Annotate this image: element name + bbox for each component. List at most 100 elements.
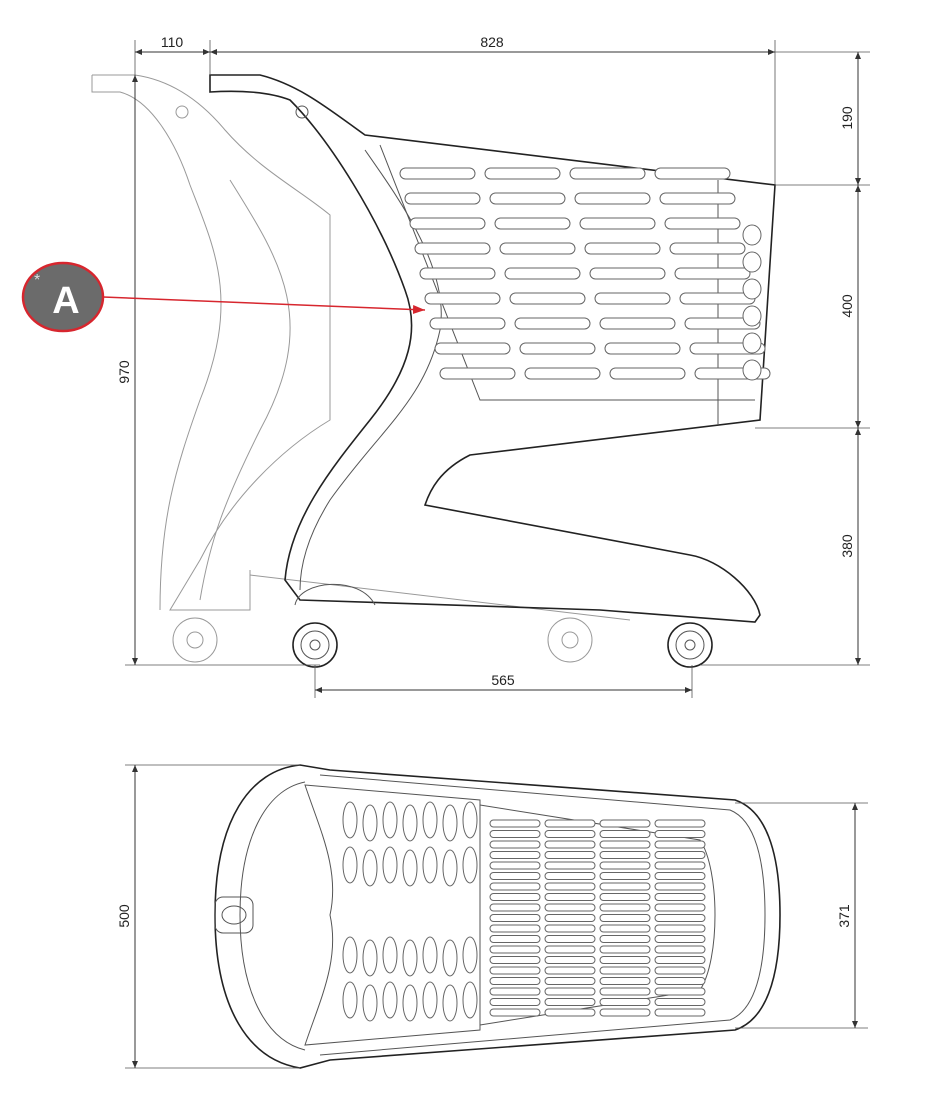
floor-hole <box>342 981 358 1019</box>
floor-slot <box>599 851 651 859</box>
top-dimensions: 500 371 <box>116 764 868 1069</box>
floor-hole <box>402 984 418 1022</box>
floor-slot <box>599 956 651 964</box>
basket-slot <box>669 242 746 255</box>
dim-chassis-height: 380 <box>839 534 855 558</box>
floor-slot <box>544 998 596 1006</box>
floor-hole <box>422 981 438 1019</box>
floor-hole <box>442 939 458 977</box>
floor-slot <box>489 893 541 901</box>
floor-slot <box>599 903 651 912</box>
floor-hole <box>362 804 378 842</box>
basket-slot <box>584 242 661 255</box>
floor-hole <box>362 939 378 977</box>
floor-slot <box>489 924 541 933</box>
floor-slot <box>599 998 651 1006</box>
floor-slot <box>654 840 706 849</box>
floor-slot <box>544 966 596 975</box>
floor-hole <box>342 801 358 839</box>
floor-slot <box>544 872 596 880</box>
floor-slot <box>654 966 706 975</box>
floor-slot <box>489 977 541 985</box>
floor-slot <box>489 987 541 996</box>
basket-end-hole <box>742 332 762 354</box>
basket-slots <box>399 167 771 381</box>
dim-total-height: 970 <box>116 360 132 384</box>
floor-slot <box>599 819 651 828</box>
floor-hole <box>442 984 458 1022</box>
basket-slot <box>514 317 591 330</box>
basket-slot <box>574 192 651 205</box>
basket-slot <box>429 317 506 330</box>
basket-slot <box>434 342 511 355</box>
floor-slot <box>599 945 651 954</box>
floor-hole <box>462 846 478 884</box>
callout-a: * A <box>21 261 426 333</box>
floor-slot <box>599 914 651 922</box>
floor-slot <box>599 987 651 996</box>
dim-handle-offset: 110 <box>161 34 184 50</box>
floor-hole <box>362 849 378 887</box>
floor-slot <box>599 924 651 933</box>
floor-slot <box>654 872 706 880</box>
basket-slot <box>659 192 736 205</box>
floor-slot <box>654 903 706 912</box>
floor-slot <box>599 872 651 880</box>
floor-hole <box>382 981 398 1019</box>
floor-slot <box>489 945 541 954</box>
floor-slot <box>654 998 706 1006</box>
floor-slot <box>654 893 706 901</box>
basket-end-hole <box>742 359 762 381</box>
floor-slot <box>489 998 541 1006</box>
floor-hole <box>462 801 478 839</box>
wheel-front <box>667 622 713 668</box>
floor-slot <box>544 1008 596 1017</box>
floor-hole <box>382 936 398 974</box>
basket-slot <box>674 267 751 280</box>
floor-slot <box>544 851 596 859</box>
floor-slot <box>654 956 706 964</box>
basket-slot <box>599 317 676 330</box>
basket-slot <box>439 367 516 380</box>
floor-slot <box>489 840 541 849</box>
side-dimensions: 110 828 190 400 380 970 565 <box>116 34 870 698</box>
floor-slot <box>489 819 541 828</box>
basket-slot <box>569 167 646 180</box>
basket-end-hole <box>742 251 762 273</box>
floor-slot <box>599 893 651 901</box>
floor-hole <box>362 984 378 1022</box>
basket-slot <box>414 242 491 255</box>
floor-slot <box>489 914 541 922</box>
basket-slot <box>494 217 571 230</box>
floor-slot <box>599 830 651 838</box>
floor-hole <box>462 981 478 1019</box>
floor-slot <box>489 956 541 964</box>
basket-slot <box>524 367 601 380</box>
floor-slot <box>489 851 541 859</box>
callout-marker: * <box>34 272 40 289</box>
basket-slot <box>409 217 486 230</box>
floor-slot <box>599 966 651 975</box>
basket-slot <box>609 367 686 380</box>
basket-slot <box>589 267 666 280</box>
basket-slot <box>489 192 566 205</box>
top-view: 500 371 <box>116 764 868 1069</box>
floor-slot <box>654 819 706 828</box>
dim-length: 828 <box>480 34 504 50</box>
floor-slot <box>544 840 596 849</box>
basket-slot <box>679 292 756 305</box>
floor-slot <box>544 819 596 828</box>
basket-slot <box>519 342 596 355</box>
floor-slot <box>544 861 596 870</box>
floor-hole <box>342 936 358 974</box>
floor-hole <box>342 846 358 884</box>
dim-wheelbase: 565 <box>491 672 515 688</box>
basket-slot <box>404 192 481 205</box>
floor-slot <box>544 956 596 964</box>
floor-slot <box>654 977 706 985</box>
floor-slot <box>654 914 706 922</box>
basket-slot <box>499 242 576 255</box>
basket-slot <box>399 167 476 180</box>
floor-hole <box>402 804 418 842</box>
